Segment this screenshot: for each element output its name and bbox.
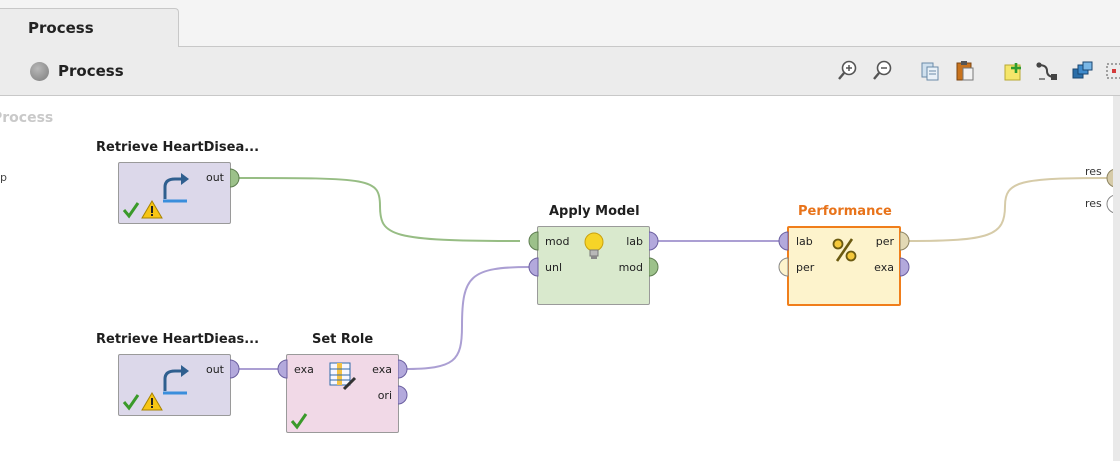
process-circle-icon bbox=[30, 62, 49, 81]
performance-out1-port[interactable] bbox=[900, 231, 914, 251]
apply-in2-label: unl bbox=[545, 261, 562, 274]
table-edit-icon bbox=[329, 362, 357, 391]
performance-out2-port[interactable] bbox=[900, 257, 914, 277]
retrieve1-out-port[interactable] bbox=[230, 168, 244, 188]
process-toolbar: Process bbox=[0, 47, 1120, 96]
wire-setrole-to-apply bbox=[403, 266, 531, 370]
wire-performance-to-result bbox=[907, 177, 1109, 242]
retrieve-arrow-icon bbox=[163, 173, 189, 203]
result-port-label-1: res bbox=[1085, 165, 1102, 178]
add-note-icon bbox=[1004, 63, 1021, 81]
set-role-out2-label: ori bbox=[377, 389, 392, 402]
lightbulb-icon bbox=[584, 232, 604, 259]
performance-out1-label: per bbox=[875, 235, 894, 248]
tab-strip: Process bbox=[0, 0, 1120, 48]
performance-in2-port[interactable] bbox=[776, 257, 790, 277]
operator-performance[interactable]: lab per per exa bbox=[787, 226, 901, 306]
percent-icon bbox=[832, 238, 857, 262]
apply-in1-label: mod bbox=[545, 235, 570, 248]
apply-out2-port[interactable] bbox=[649, 257, 663, 277]
retrieve2-title: Retrieve HeartDieas... bbox=[96, 332, 260, 347]
arrange-button[interactable] bbox=[1070, 59, 1094, 83]
wire-retrieve1-to-apply bbox=[237, 177, 521, 242]
left-port-label: p bbox=[0, 171, 7, 184]
paste-button[interactable] bbox=[953, 59, 977, 83]
status-ok-icon bbox=[290, 413, 308, 430]
retrieve2-out-label: out bbox=[205, 363, 224, 376]
apply-out2-label: mod bbox=[618, 261, 643, 274]
paste-icon bbox=[956, 61, 974, 81]
operator-apply-model[interactable]: mod unl lab mod bbox=[537, 226, 650, 305]
status-ok-warning-icon bbox=[122, 392, 163, 411]
vertical-scrollbar[interactable] bbox=[1113, 96, 1120, 461]
zoom-in-button[interactable] bbox=[836, 59, 860, 83]
operator-set-role[interactable]: exa exa ori bbox=[286, 354, 399, 433]
performance-title: Performance bbox=[798, 204, 892, 219]
operator-retrieve1[interactable]: out bbox=[118, 162, 231, 224]
retrieve1-out-label: out bbox=[205, 171, 224, 184]
apply-out1-port[interactable] bbox=[649, 231, 663, 251]
apply-in2-port[interactable] bbox=[526, 257, 540, 277]
tab-label: Process bbox=[28, 19, 94, 37]
apply-out1-label: lab bbox=[626, 235, 643, 248]
set-role-in-label: exa bbox=[294, 363, 314, 376]
performance-in1-port[interactable] bbox=[776, 231, 790, 251]
retrieve-arrow-icon bbox=[163, 365, 189, 395]
status-ok-warning-icon bbox=[122, 200, 163, 219]
set-role-title: Set Role bbox=[312, 332, 374, 347]
zoom-out-button[interactable] bbox=[871, 59, 895, 83]
auto-wire-button[interactable] bbox=[1035, 59, 1059, 83]
canvas-title: Process bbox=[0, 110, 54, 126]
tab-process[interactable]: Process bbox=[0, 8, 179, 48]
operator-retrieve2[interactable]: out bbox=[118, 354, 231, 416]
wires-layer bbox=[237, 177, 1109, 370]
apply-in1-port[interactable] bbox=[526, 231, 540, 251]
process-canvas[interactable]: Process p Retrieve HeartDisea... out Ret… bbox=[0, 96, 1120, 461]
retrieve2-out-port[interactable] bbox=[230, 359, 244, 379]
zoom-out-icon bbox=[873, 60, 892, 80]
retrieve1-title: Retrieve HeartDisea... bbox=[96, 140, 260, 155]
add-note-button[interactable] bbox=[1001, 59, 1025, 83]
performance-in1-label: lab bbox=[796, 235, 813, 248]
set-role-in-port[interactable] bbox=[275, 359, 289, 379]
set-role-out1-label: exa bbox=[372, 363, 392, 376]
copy-icon bbox=[921, 62, 939, 81]
performance-in2-label: per bbox=[796, 261, 815, 274]
grid-icon bbox=[1106, 63, 1120, 79]
performance-out2-label: exa bbox=[874, 261, 894, 274]
copy-button[interactable] bbox=[918, 59, 942, 83]
auto-wire-icon bbox=[1036, 62, 1057, 80]
set-role-out1-port[interactable] bbox=[398, 359, 412, 379]
zoom-in-icon bbox=[838, 60, 857, 80]
result-port-label-2: res bbox=[1085, 197, 1102, 210]
view-button[interactable] bbox=[1104, 59, 1120, 83]
arrange-icon bbox=[1072, 61, 1093, 79]
set-role-out2-port[interactable] bbox=[398, 385, 412, 405]
breadcrumb[interactable]: Process bbox=[58, 62, 124, 80]
apply-model-title: Apply Model bbox=[549, 204, 640, 219]
